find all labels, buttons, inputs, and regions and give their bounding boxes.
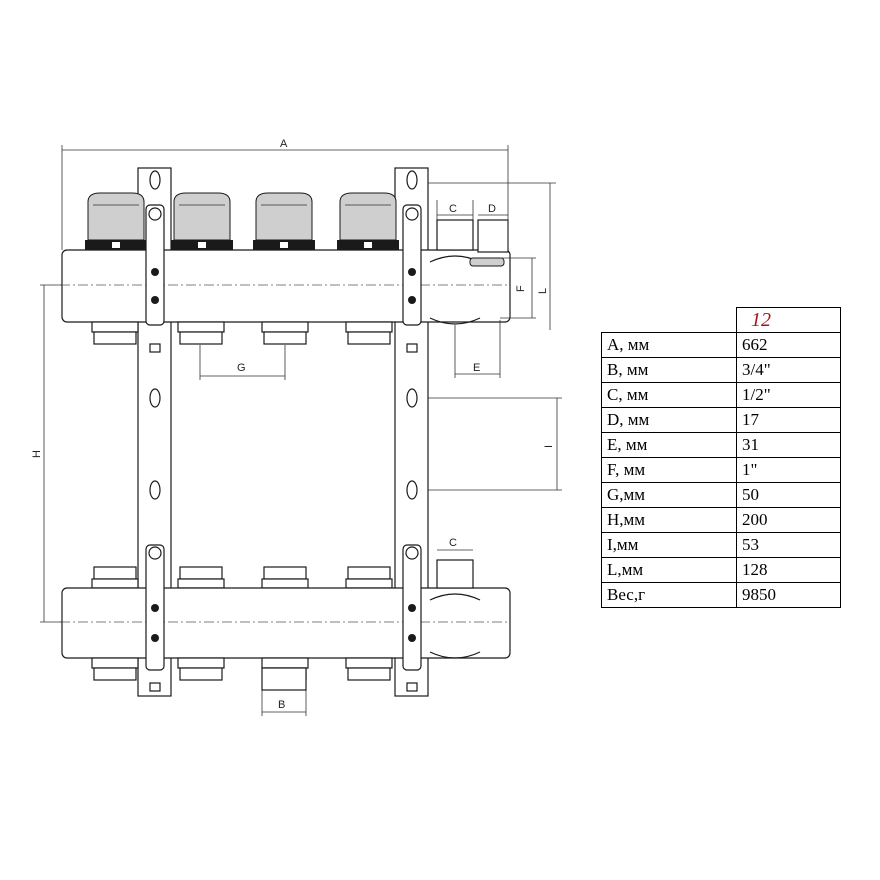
spec-value: 31 bbox=[736, 432, 841, 458]
spec-param: L,мм bbox=[601, 557, 737, 583]
spec-value: 53 bbox=[736, 532, 841, 558]
spec-value: 1" bbox=[736, 457, 841, 483]
spec-param: G,мм bbox=[601, 482, 737, 508]
label-f: F bbox=[515, 285, 527, 292]
spec-param: F, мм bbox=[601, 457, 737, 483]
spec-param: E, мм bbox=[601, 432, 737, 458]
nuts-bottom bbox=[91, 566, 393, 589]
label-c-bottom: C bbox=[449, 537, 457, 549]
spec-value: 3/4" bbox=[736, 357, 841, 383]
spec-value: 9850 bbox=[736, 582, 841, 608]
dimension-text: A C D F L E G H I C B bbox=[31, 138, 555, 711]
clamp-bottom bbox=[145, 544, 422, 671]
spec-param: I,мм bbox=[601, 532, 737, 558]
model-number: 12 bbox=[736, 307, 841, 333]
spec-value: 662 bbox=[736, 332, 841, 358]
label-d: D bbox=[488, 203, 496, 215]
spec-param: C, мм bbox=[601, 382, 737, 408]
spec-header-row: 12 bbox=[601, 307, 841, 333]
manifold-top-body bbox=[60, 249, 511, 325]
valve-heads-top bbox=[85, 192, 399, 250]
manifold-bottom-body bbox=[60, 559, 511, 659]
spec-param: B, мм bbox=[601, 357, 737, 383]
label-e: E bbox=[473, 362, 480, 374]
spec-value: 50 bbox=[736, 482, 841, 508]
label-g: G bbox=[237, 362, 246, 374]
label-l: L bbox=[537, 288, 549, 294]
spec-value: 17 bbox=[736, 407, 841, 433]
label-a: A bbox=[280, 138, 288, 150]
spec-param: Вес,г bbox=[601, 582, 737, 608]
dimension-lines bbox=[40, 145, 562, 716]
label-h: H bbox=[31, 450, 43, 458]
label-c-top: C bbox=[449, 203, 457, 215]
label-b: B bbox=[278, 699, 285, 711]
spec-value: 200 bbox=[736, 507, 841, 533]
top-inlet-fittings bbox=[436, 219, 509, 253]
spec-header-empty bbox=[601, 307, 737, 333]
outlets-top bbox=[91, 321, 393, 345]
label-i: I bbox=[543, 445, 555, 448]
spec-param: D, мм bbox=[601, 407, 737, 433]
spec-value: 1/2" bbox=[736, 382, 841, 408]
spec-value: 128 bbox=[736, 557, 841, 583]
outlets-bottom bbox=[91, 657, 393, 681]
clamp-top bbox=[145, 204, 422, 326]
spec-param: H,мм bbox=[601, 507, 737, 533]
spec-param: A, мм bbox=[601, 332, 737, 358]
